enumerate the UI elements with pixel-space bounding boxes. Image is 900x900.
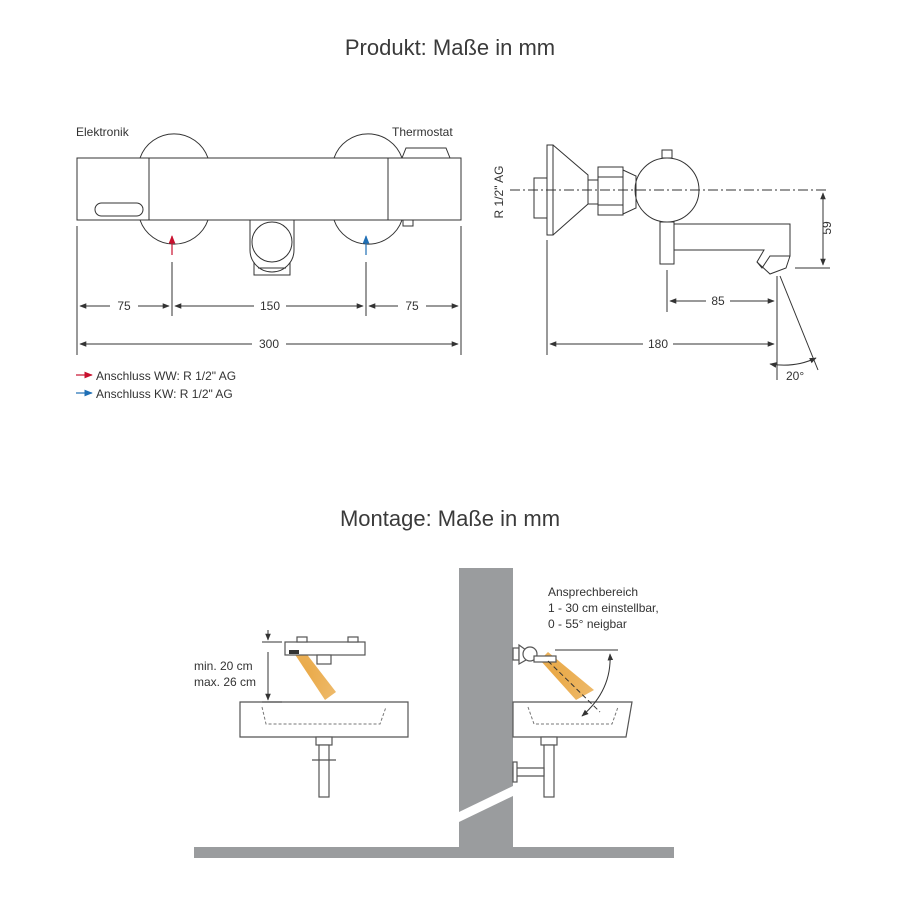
thermostat-cap [401,147,451,159]
montage-drawing: min. 20 cm max. 26 cm Ansprechbereich 1 … [194,568,674,858]
height-min: min. 20 cm [194,659,253,673]
front-sink [239,701,409,738]
right-knob-top [333,133,403,159]
legend-kw: Anschluss KW: R 1/2" AG [96,387,233,401]
spout-outlet [249,220,295,273]
label-thermostat: Thermostat [392,125,453,139]
dim-total: 300 [259,337,279,351]
side-thread: R 1/2" AG [492,166,506,219]
dim-middle: 150 [260,299,280,313]
left-knob-top [139,133,209,159]
range-line2: 1 - 30 cm einstellbar, [548,601,659,615]
side-view: R 1/2" AG 59 85 180 [492,144,834,383]
sensor-window [94,202,144,217]
mixer-body [76,157,462,221]
dim-right: 75 [405,299,419,313]
height-max: max. 26 cm [194,675,256,689]
front-drain [318,744,330,798]
dim-depth: 180 [648,337,668,351]
range-line3: 0 - 55° neigbar [548,617,627,631]
range-line1: Ansprechbereich [548,585,638,599]
dim-left: 75 [117,299,131,313]
floor [194,847,674,858]
front-sensor-beam [292,648,336,700]
right-knob-bottom [333,219,403,245]
side-sensor-beam [540,652,594,700]
product-title: Produkt: Maße in mm [345,35,555,60]
left-knob-bottom [139,219,209,245]
legend-ww: Anschluss WW: R 1/2" AG [96,369,236,383]
wall [459,568,513,847]
front-view: Elektronik Thermostat [76,125,462,401]
side-drain [543,744,555,798]
dim-spout: 85 [711,294,725,308]
dim-height: 59 [820,221,834,235]
side-sink [512,701,633,738]
label-electronics: Elektronik [76,125,130,139]
dim-angle: 20° [786,369,804,383]
montage-title: Montage: Maße in mm [340,506,560,531]
